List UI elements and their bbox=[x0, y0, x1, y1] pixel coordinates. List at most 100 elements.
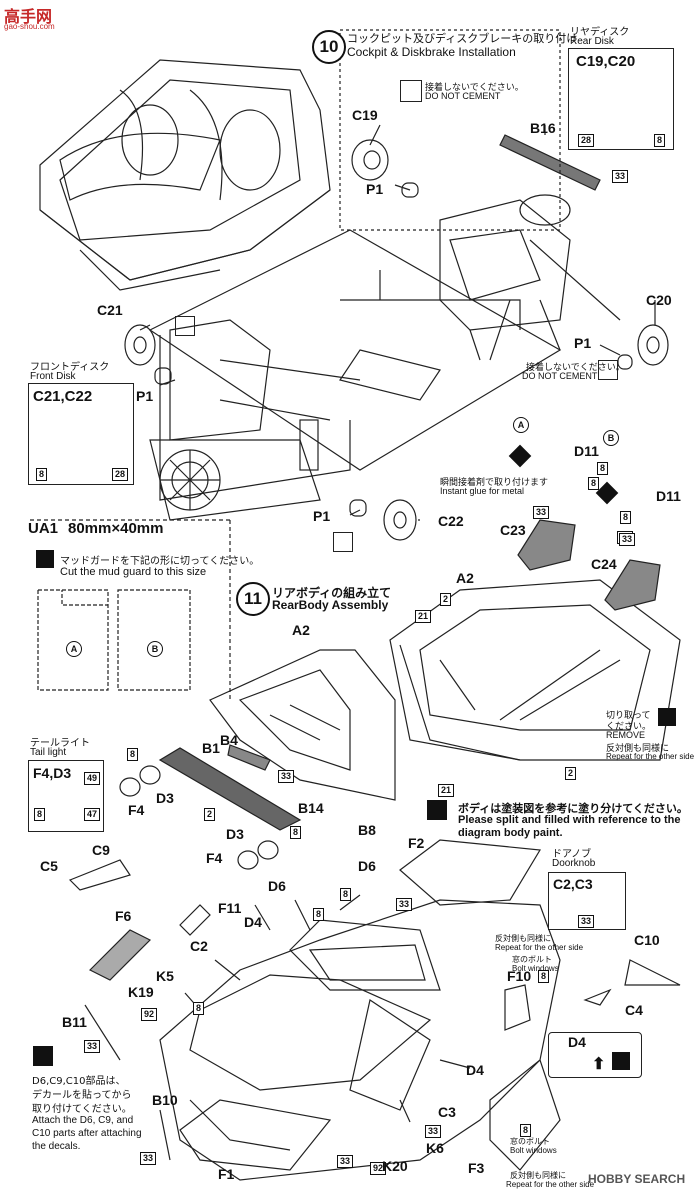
part-k6: K6 bbox=[426, 1140, 444, 1156]
step10-title-en: Cockpit & Diskbrake Installation bbox=[347, 45, 516, 59]
part-d6-a: D6 bbox=[268, 878, 286, 894]
decal-note-en2: C10 parts after attaching bbox=[32, 1128, 142, 1139]
part-f2: F2 bbox=[408, 835, 425, 851]
part-c22: C22 bbox=[438, 513, 464, 529]
code-33-a: 33 bbox=[612, 170, 629, 183]
window-bolt2-jp: 窓のボルト bbox=[510, 1137, 550, 1146]
window-bolt2-en: Bolt windows bbox=[510, 1146, 557, 1155]
rear-disk-title-en: Rear Disk bbox=[570, 36, 614, 47]
no-cement-icon-2 bbox=[598, 360, 618, 380]
repeat-note2-en: Repeat for the other side bbox=[506, 1180, 595, 1189]
repeat-note-jp: 反対側も同様に bbox=[495, 934, 551, 943]
part-d3-b: D3 bbox=[226, 826, 244, 842]
no-cement-right-jp: 接着しないでください。 bbox=[526, 363, 625, 373]
remove-note-en1: REMOVE bbox=[606, 730, 646, 740]
code-33-j: 33 bbox=[337, 1155, 354, 1168]
part-b14: B14 bbox=[298, 800, 324, 816]
instant-glue-jp: 瞬間接着剤で取り付けます bbox=[440, 478, 549, 488]
part-f10: F10 bbox=[507, 968, 532, 984]
part-a2-b: A2 bbox=[292, 622, 310, 638]
code-33-b: 33 bbox=[533, 506, 550, 519]
repeat-note-en: Repeat for the other side bbox=[495, 943, 584, 952]
part-c21: C21 bbox=[97, 302, 123, 318]
part-p1-d: P1 bbox=[313, 508, 331, 524]
remove-note-en2: Repeat for the other side bbox=[606, 752, 695, 761]
paint-note-jp: ボディは塗装図を参考に塗り分けてください。 bbox=[458, 802, 688, 815]
code-8-e: 8 bbox=[290, 826, 302, 839]
part-c9: C9 bbox=[92, 842, 110, 858]
code-8-b: 8 bbox=[620, 511, 632, 524]
front-disk-title-en: Front Disk bbox=[30, 371, 76, 382]
decal-note-jp3: 取り付けてください。 bbox=[32, 1104, 132, 1115]
code-8-j: 8 bbox=[520, 1124, 532, 1137]
part-c4: C4 bbox=[625, 1002, 643, 1018]
part-b8: B8 bbox=[358, 822, 376, 838]
rear-disk-code-28: 28 bbox=[578, 134, 595, 147]
rear-disk-code-8: 8 bbox=[654, 134, 666, 147]
part-a2-a: A2 bbox=[456, 570, 474, 586]
part-f4-a: F4 bbox=[128, 802, 145, 818]
code-33-i: 33 bbox=[425, 1125, 442, 1138]
code-33-e: 33 bbox=[278, 770, 295, 783]
watermark-top-url: gao-shou.com bbox=[4, 22, 55, 31]
decal-note-en3: the decals. bbox=[32, 1141, 81, 1152]
label-a-circle: A bbox=[513, 417, 529, 433]
ua1-label: UA1 bbox=[28, 520, 59, 537]
instant-glue-en: Instant glue for metal bbox=[440, 486, 525, 496]
rear-disk-title-jp: リヤディスク bbox=[570, 27, 630, 38]
part-d3-a: D3 bbox=[156, 790, 174, 806]
code-8-h: 8 bbox=[193, 1002, 205, 1015]
part-d6-b: D6 bbox=[358, 858, 376, 874]
code-33-h: 33 bbox=[140, 1152, 157, 1165]
code-33-d: 33 bbox=[619, 533, 636, 546]
code-8-i: 8 bbox=[538, 970, 550, 983]
code-8-g: 8 bbox=[340, 888, 352, 901]
part-d4-c: D4 bbox=[568, 1034, 586, 1050]
code-8-f: 8 bbox=[313, 908, 325, 921]
front-disk-code-28: 28 bbox=[112, 468, 129, 481]
part-c10: C10 bbox=[634, 932, 660, 948]
step10-number: 10 bbox=[312, 30, 346, 64]
tail-light-code-8: 8 bbox=[34, 808, 46, 821]
part-b1: B1 bbox=[202, 740, 220, 756]
decal-note-icon bbox=[33, 1046, 53, 1066]
doorknob-title-jp: ドアノブ bbox=[552, 849, 592, 860]
code-8-d: 8 bbox=[127, 748, 139, 761]
part-b16: B16 bbox=[530, 120, 556, 136]
no-cement-icon-4 bbox=[175, 316, 195, 336]
ua1-icon bbox=[36, 550, 54, 568]
part-d11-a: D11 bbox=[574, 443, 599, 459]
code-2-b: 2 bbox=[565, 767, 577, 780]
part-f11: F11 bbox=[218, 900, 242, 916]
tail-light-title-jp: テールライト bbox=[30, 738, 90, 749]
arrow-up-icon: ⬆ bbox=[592, 1056, 606, 1073]
part-c23: C23 bbox=[500, 522, 526, 538]
part-d11-b: D11 bbox=[656, 488, 681, 504]
doorknob-parts: C2,C3 bbox=[553, 876, 593, 892]
step11-number: 11 bbox=[236, 582, 270, 616]
doorknob-code-33: 33 bbox=[578, 915, 595, 928]
part-d4-b: D4 bbox=[466, 1062, 484, 1078]
watermark-bottom: HOBBY SEARCH bbox=[588, 1172, 686, 1186]
part-d4-a: D4 bbox=[244, 914, 262, 930]
step11-title-en: RearBody Assembly bbox=[272, 598, 389, 612]
tail-light-parts: F4,D3 bbox=[33, 765, 72, 781]
part-c24: C24 bbox=[591, 556, 617, 572]
paint-note-en1: Please split and filled with reference t… bbox=[458, 814, 681, 826]
part-f4-b: F4 bbox=[206, 850, 223, 866]
no-cement-top-jp: 接着しないでください。 bbox=[425, 83, 524, 93]
part-k19: K19 bbox=[128, 984, 154, 1000]
code-2-c: 2 bbox=[204, 808, 216, 821]
window-bolt1-en: Bolt windows bbox=[512, 964, 559, 973]
code-92-a: 92 bbox=[141, 1008, 158, 1021]
part-b4: B4 bbox=[220, 732, 238, 748]
code-21-b: 21 bbox=[438, 784, 455, 797]
remove-note-jp2: ください。 bbox=[606, 722, 652, 732]
tail-light-code-49: 49 bbox=[84, 772, 101, 785]
part-c20: C20 bbox=[646, 292, 672, 308]
remove-note-jp3: 反対側も同様に bbox=[606, 744, 670, 754]
remove-icon bbox=[658, 708, 676, 726]
decal-note-en1: Attach the D6, C9, and bbox=[32, 1115, 134, 1126]
part-c19: C19 bbox=[352, 107, 378, 123]
part-k5: K5 bbox=[156, 968, 174, 984]
